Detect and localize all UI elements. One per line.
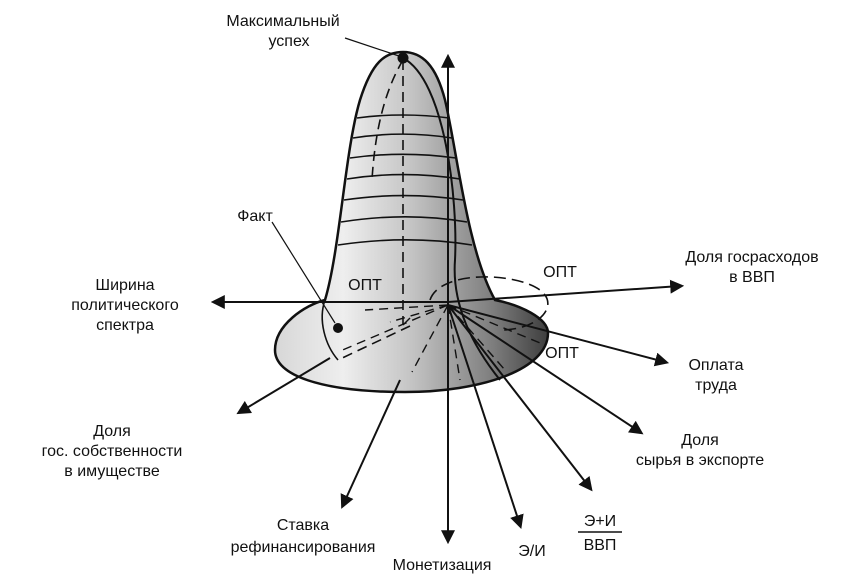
label-raw-export-1: Доля [681, 432, 719, 449]
peak-leader [345, 38, 399, 56]
peak-point [398, 53, 409, 64]
label-wages-2: труда [695, 377, 737, 394]
label-e-over-i: Э/И [518, 543, 545, 560]
fact-point [333, 323, 343, 333]
axes [215, 58, 680, 540]
label-e-plus-i-denominator: ВВП [584, 537, 617, 554]
label-gov-spending-2: в ВВП [729, 269, 775, 286]
label-refinancing-1: Ставка [277, 517, 329, 534]
label-opt-2: ОПТ [543, 264, 577, 281]
label-refinancing-2: рефинансирования [231, 539, 376, 556]
surface-body [275, 52, 548, 392]
label-state-property-3: в имуществе [64, 463, 160, 480]
label-state-property-1: Доля [93, 423, 131, 440]
bell-surface [275, 52, 548, 392]
label-state-property-2: гос. собственности [42, 443, 183, 460]
label-width-political-3: спектра [96, 317, 154, 334]
label-opt-1: ОПТ [348, 277, 382, 294]
axis-refinancing [343, 380, 400, 505]
label-wages-1: Оплата [688, 357, 743, 374]
label-monetization: Монетизация [393, 557, 492, 574]
label-raw-export-2: сырья в экспорте [636, 452, 764, 469]
label-max-success-2: успех [268, 33, 309, 50]
label-e-plus-i-numerator: Э+И [584, 513, 616, 530]
label-width-political-2: политического [71, 297, 179, 314]
label-fact: Факт [237, 208, 273, 225]
label-gov-spending-1: Доля госрасходов [685, 249, 818, 266]
label-opt-3: ОПТ [545, 345, 579, 362]
label-max-success-1: Максимальный [226, 13, 339, 30]
label-width-political-1: Ширина [95, 277, 154, 294]
